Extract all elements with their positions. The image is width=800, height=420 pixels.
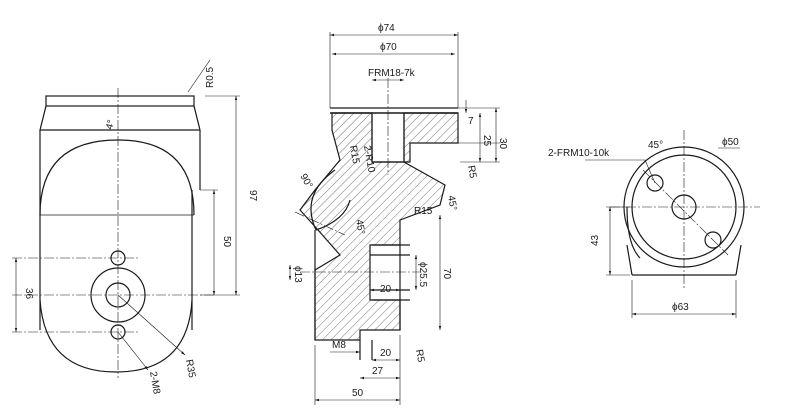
- dim-phi255: ϕ25.5: [417, 262, 428, 288]
- dim-2-m8: 2-M8: [147, 371, 162, 396]
- dim-2-r10: 2-R10: [361, 145, 377, 174]
- dim-angle-45: 45°: [648, 140, 663, 151]
- dim-50: 50: [221, 236, 232, 248]
- dim-angle-4: 4°: [104, 119, 117, 131]
- left-view: R0.5 4° 97 50 36 R35 2-M8: [12, 59, 258, 396]
- dim-27: 27: [372, 366, 384, 377]
- right-view: 2-FRM10-10k 45° ϕ50 43 ϕ63: [548, 130, 760, 318]
- dim-25: 25: [481, 135, 492, 147]
- section-view: ϕ74 ϕ70 FRM18-7k 7 25 30 R15 2-R10 90° R…: [288, 23, 508, 405]
- dim-phi50: ϕ50: [722, 137, 739, 148]
- dim-30: 30: [497, 138, 508, 150]
- dim-m8: M8: [332, 340, 346, 351]
- dim-97: 97: [247, 190, 258, 202]
- dim-r5-lower: R5: [413, 349, 426, 364]
- dim-r35: R35: [183, 359, 197, 379]
- dim-20-bottom: 20: [380, 348, 392, 359]
- dim-phi70: ϕ70: [380, 42, 397, 53]
- left-view-dimensions: R0.5 4° 97 50 36 R35 2-M8: [14, 59, 258, 396]
- dim-phi74: ϕ74: [378, 23, 395, 34]
- dim-70: 70: [441, 268, 452, 280]
- section-dimensions: ϕ74 ϕ70 FRM18-7k 7 25 30 R15 2-R10 90° R…: [288, 23, 508, 405]
- right-view-centerlines: [610, 130, 760, 290]
- dim-phi13: ϕ13: [292, 266, 303, 283]
- left-view-centerlines: [12, 88, 215, 378]
- left-view-outline: [39, 95, 201, 373]
- right-view-dimensions: 2-FRM10-10k 45° ϕ50 43 ϕ63: [548, 137, 740, 318]
- dim-angle-90: 90°: [297, 172, 314, 191]
- dim-phi63: ϕ63: [672, 302, 689, 313]
- section-outline: [310, 107, 458, 360]
- dim-angle-45-left: 45°: [353, 219, 366, 236]
- dim-r5-upper: R5: [465, 165, 478, 180]
- dim-angle-45-right: 45°: [445, 195, 458, 212]
- dim-frm18: FRM18-7k: [368, 68, 416, 79]
- section-hatch-body: [299, 112, 459, 341]
- dim-36: 36: [23, 288, 34, 300]
- dim-r05: R0.5: [205, 66, 216, 88]
- dim-50-bottom: 50: [352, 388, 364, 399]
- dim-43: 43: [590, 234, 601, 246]
- dim-r15-top: R15: [347, 145, 361, 165]
- dim-7: 7: [468, 116, 474, 127]
- dim-r15-mid: R15: [414, 206, 433, 217]
- dim-2-frm10: 2-FRM10-10k: [548, 148, 610, 159]
- section-centerlines: [294, 78, 420, 273]
- dim-20-mid: 20: [380, 284, 392, 295]
